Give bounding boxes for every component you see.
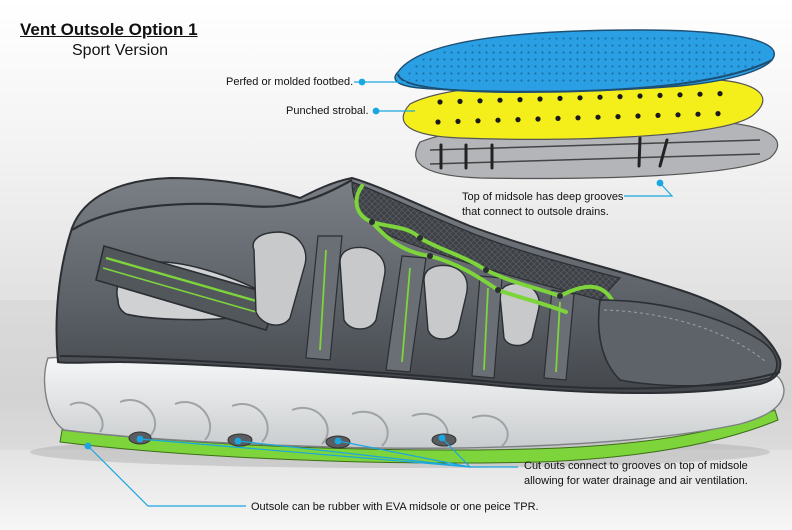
midsole-groove: [429, 139, 761, 151]
callout-midsole-top-line-2: that connect to outsole drains.: [462, 206, 609, 218]
foxing-line: [59, 355, 781, 390]
footbed-edge: [397, 59, 773, 94]
punch-hole: [495, 117, 501, 123]
punch-hole: [455, 118, 461, 124]
callout-midsole-top: Top of midsole has deep grooves that con…: [462, 190, 623, 220]
exploded-layers: [394, 29, 779, 180]
punch-hole: [437, 99, 443, 105]
punch-hole: [717, 91, 723, 97]
page-subtitle: Sport Version: [72, 42, 169, 59]
footbed-perforations: [404, 36, 766, 87]
punch-hole: [457, 98, 463, 104]
strobal-punch-holes: [435, 91, 723, 125]
punch-hole: [435, 119, 441, 125]
lace-eyelets: [369, 219, 563, 299]
midsole-wave-lines: [69, 399, 509, 447]
punch-hole: [675, 112, 681, 118]
bungee-laces: [354, 184, 614, 314]
callout-footbed: Perfed or molded footbed.: [226, 76, 354, 88]
callout-strobal: Punched strobal.: [286, 105, 369, 117]
punch-hole: [697, 91, 703, 97]
punch-hole: [555, 115, 561, 121]
callout-midsole-top-line-1: Top of midsole has deep grooves: [462, 191, 624, 203]
punch-hole: [597, 94, 603, 100]
punch-hole: [677, 92, 683, 98]
toe-cap: [597, 299, 778, 387]
heel-strap: [95, 244, 280, 331]
punch-hole: [497, 97, 503, 103]
punch-hole: [635, 113, 641, 119]
callout-cutouts: Cut outs connect to grooves on top of mi…: [524, 459, 748, 489]
page-title: Vent Outsole Option 1: [20, 20, 198, 39]
outsole-green: [59, 409, 779, 464]
punch-hole: [655, 112, 661, 118]
punch-hole: [715, 111, 721, 117]
punch-hole: [615, 114, 621, 120]
collar: [71, 179, 353, 231]
vent-windows: [252, 231, 540, 347]
callout-leaders: [87, 81, 674, 507]
callout-cutouts-line-1: Cut outs connect to grooves on top of mi…: [524, 460, 748, 472]
punch-hole: [557, 95, 563, 101]
punch-hole: [515, 117, 521, 123]
midsole-groove: [429, 153, 761, 165]
punch-hole: [595, 114, 601, 120]
callout-anchor-dots: [84, 78, 664, 450]
punch-hole: [517, 97, 523, 103]
punch-hole: [695, 111, 701, 117]
punch-hole: [477, 98, 483, 104]
punch-hole: [637, 93, 643, 99]
punch-hole: [617, 94, 623, 100]
punch-hole: [537, 96, 543, 102]
punch-hole: [535, 116, 541, 122]
shoe-illustration: [30, 176, 785, 468]
punch-hole: [475, 118, 481, 124]
punch-hole: [577, 95, 583, 101]
mesh-vamp: [351, 181, 622, 301]
punch-hole: [575, 115, 581, 121]
punch-hole: [657, 92, 663, 98]
callout-cutouts-line-2: allowing for water drainage and air vent…: [524, 475, 748, 487]
midsole-drain-slots: [439, 136, 669, 170]
callout-outsole: Outsole can be rubber with EVA midsole o…: [251, 501, 539, 513]
